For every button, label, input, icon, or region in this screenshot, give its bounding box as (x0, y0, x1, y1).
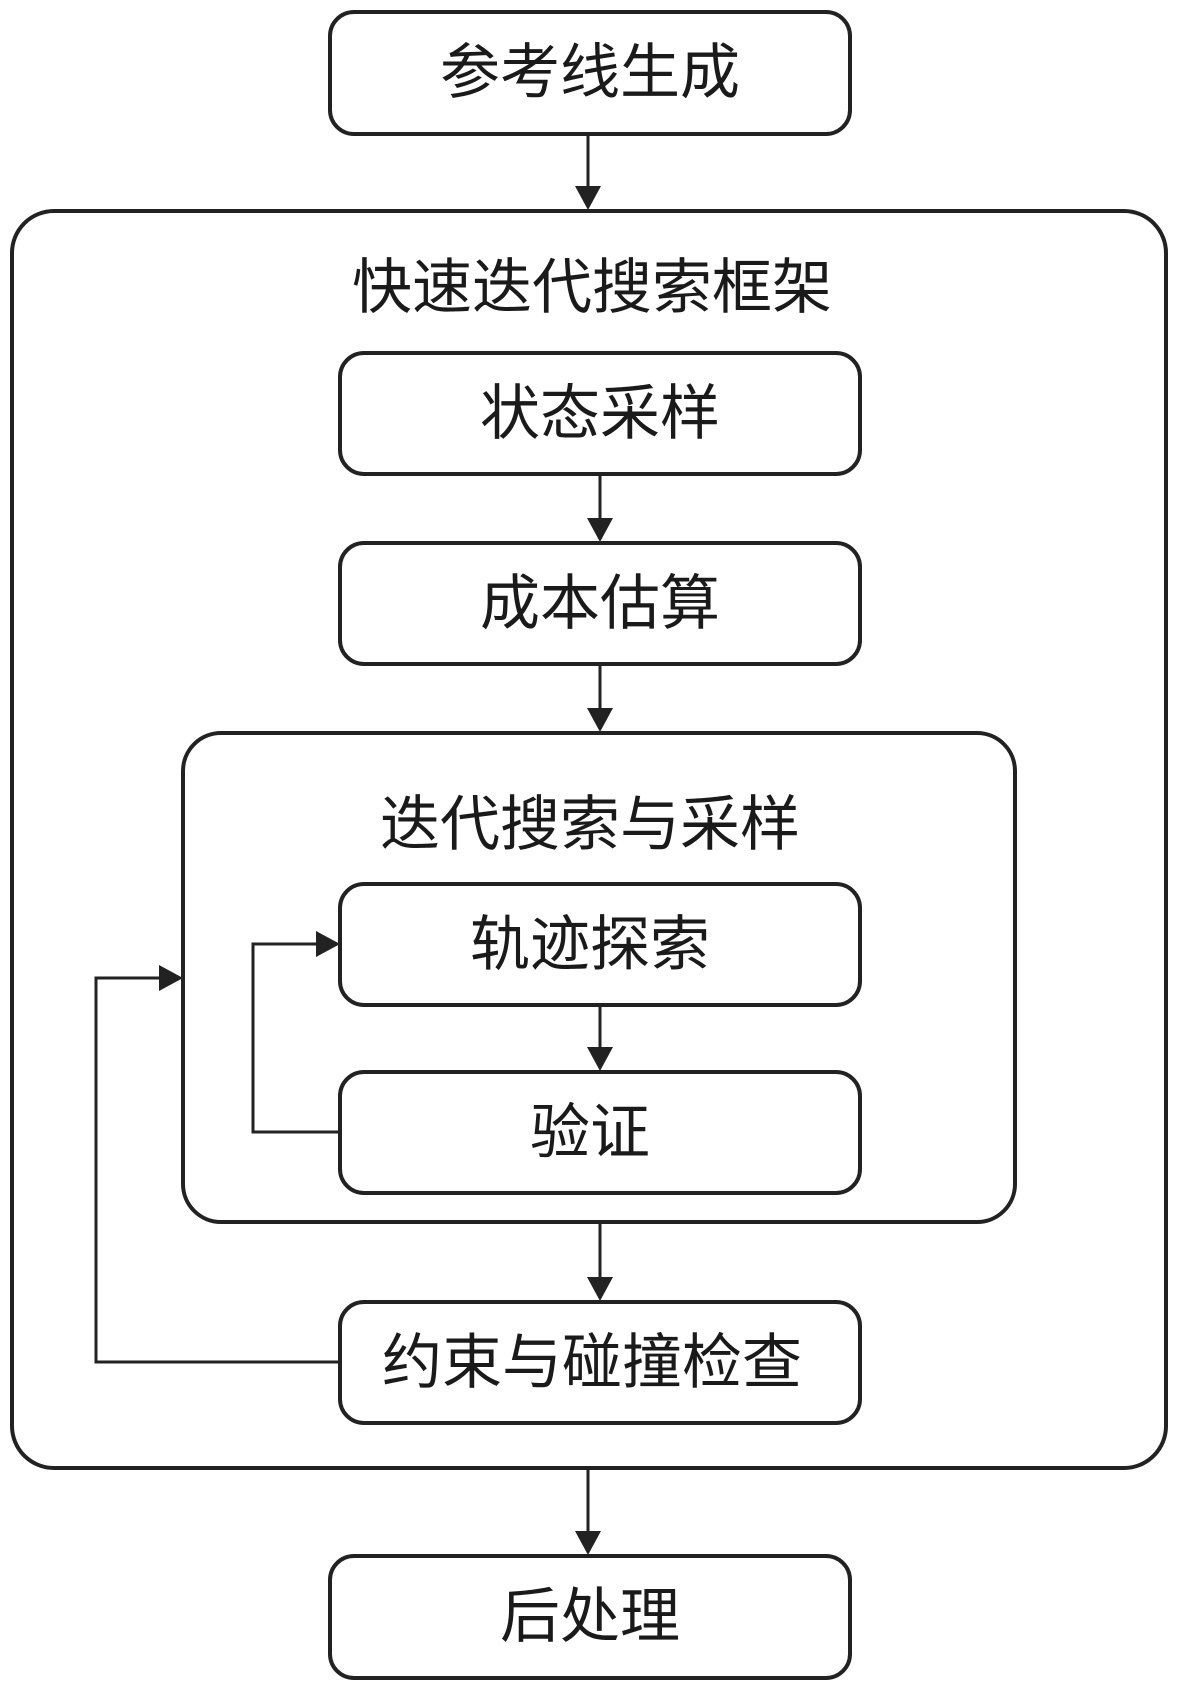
arrow-constraint-loop (94, 965, 340, 1364)
trajectory-exploration-label: 轨迹探索 (470, 910, 710, 980)
post-processing-label: 后处理 (500, 1582, 680, 1652)
iterative-search-title: 迭代搜索与采样 (380, 790, 800, 860)
post-processing-box (328, 1554, 852, 1680)
reference-line-box (328, 10, 852, 136)
arrow-reference-to-framework (575, 134, 601, 210)
state-sampling-label: 状态采样 (480, 379, 720, 449)
reference-line-label: 参考线生成 (440, 38, 740, 108)
arrow-iterative-to-constraint (587, 1222, 613, 1301)
framework-title: 快速迭代搜索框架 (352, 253, 832, 323)
cost-estimation-label: 成本估算 (480, 569, 720, 639)
verification-label: 验证 (530, 1098, 650, 1168)
arrow-sampling-to-cost (587, 474, 613, 542)
arrow-cost-to-iterative (587, 664, 613, 732)
arrow-verification-loop (251, 931, 340, 1134)
arrow-framework-to-post (575, 1468, 601, 1555)
arrow-exploration-to-verification (587, 1005, 613, 1071)
constraint-check-label: 约束与碰撞检查 (382, 1328, 802, 1398)
